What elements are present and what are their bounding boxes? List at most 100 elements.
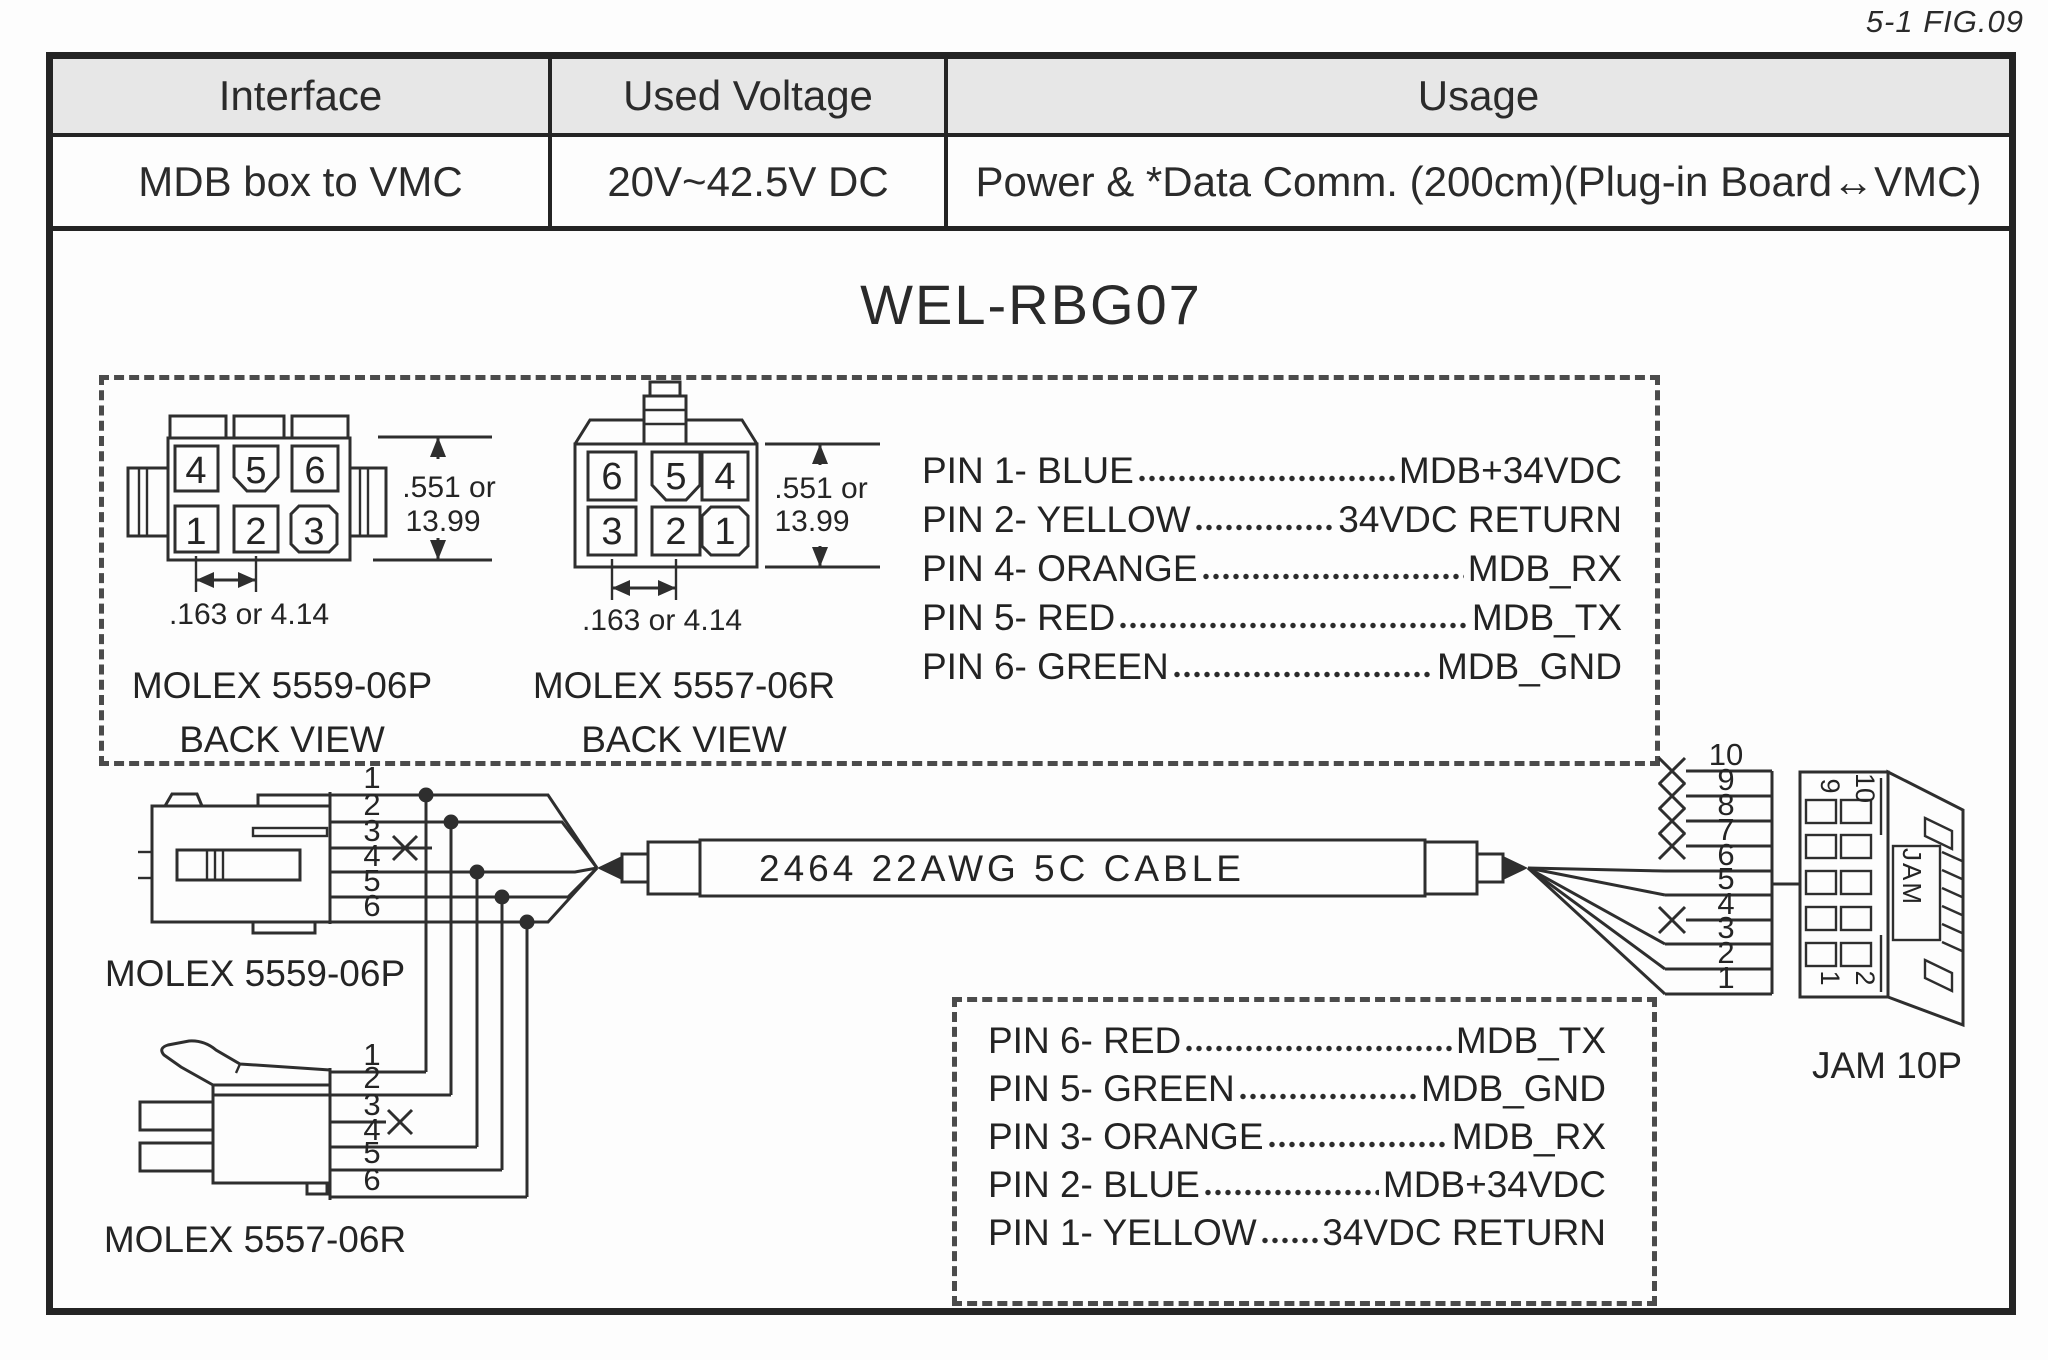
wire-number: 1 [363, 760, 380, 795]
wire-number: 2 [363, 787, 380, 822]
pin-number: 4 [714, 456, 735, 498]
wire-number: 4 [363, 838, 380, 873]
dim-label: .163 or 4.14 [169, 598, 329, 631]
pin-signal-label: MDB_RX [1451, 1116, 1606, 1157]
pin-number: 1 [714, 511, 735, 553]
wire-number: 5 [363, 1135, 380, 1170]
figure-number-label: 5-1 FIG.09 [1865, 4, 2024, 39]
not-connected-marks [1657, 756, 1687, 935]
pin-number: 1 [185, 511, 206, 553]
dim-label: .163 or 4.14 [582, 604, 742, 637]
pin-signal-label: MDB+34VDC [1382, 1164, 1606, 1205]
pin-signal-label: MDB_GND [1436, 646, 1622, 687]
wire-number: 5 [363, 863, 380, 898]
pin-map-row: PIN 6- RED MDB_TX [988, 1020, 1606, 1068]
wire-number: 4 [1717, 886, 1734, 921]
dot-leader [1172, 670, 1433, 679]
jam-10p-connector: 9 10 1 2 JAM JAM 10P [1798, 769, 1965, 1086]
jam-side-label: JAM [1897, 848, 1927, 906]
pin-signal-label: MDB_RX [1467, 548, 1622, 589]
dim-label: .551 or [774, 472, 867, 505]
wire-number: 5 [1717, 861, 1734, 896]
wire-number: 9 [1717, 762, 1734, 797]
pin-map-row: PIN 1- BLUE MDB+34VDC [922, 450, 1622, 499]
pin-signal-label: MDB_TX [1455, 1020, 1606, 1061]
wire-number: 6 [1717, 837, 1734, 872]
pin-signal-label: MDB+34VDC [1398, 450, 1622, 491]
jam-pin-label: 1 [1815, 970, 1845, 985]
dot-leader [1260, 1236, 1319, 1245]
side-ribs [1941, 850, 1963, 953]
wire-number: 3 [363, 813, 380, 848]
pin-map-row: PIN 1- YELLOW 34VDC RETURN [988, 1212, 1606, 1260]
table-header-used-voltage: Used Voltage [552, 59, 948, 137]
terminal-holes [1804, 798, 1873, 968]
dot-leader [1238, 1092, 1417, 1101]
wire-number: 3 [1717, 910, 1734, 945]
jam-pin-map-list: PIN 6- RED MDB_TX PIN 5- GREEN MDB_GND PIN… [988, 1020, 1606, 1260]
jam-pin-label: 10 [1850, 773, 1880, 803]
pin-number: 3 [601, 511, 622, 553]
pin-map-row: PIN 5- RED MDB_TX [922, 597, 1622, 646]
wire-number: 4 [363, 1112, 380, 1147]
pin-wire-label: PIN 3- ORANGE [988, 1116, 1264, 1157]
table-header-usage: Usage [948, 59, 2009, 137]
connector-name: JAM 10P [1812, 1045, 1962, 1086]
dim-label: 13.99 [405, 505, 480, 538]
pin-map-row: PIN 3- ORANGE MDB_RX [988, 1116, 1606, 1164]
connector-name: MOLEX 5559-06P [105, 953, 405, 994]
pin-signal-label: 34VDC RETURN [1338, 499, 1622, 540]
connector-view: BACK VIEW [179, 719, 385, 760]
connector-name: MOLEX 5559-06P [132, 665, 432, 706]
wire-number: 8 [1717, 787, 1734, 822]
pin-wire-label: PIN 6- RED [988, 1020, 1182, 1061]
pin-number: 5 [665, 456, 686, 498]
pin-number: 5 [245, 450, 266, 492]
pin-map-row: PIN 2- YELLOW 34VDC RETURN [922, 499, 1622, 548]
pin-wire-label: PIN 4- ORANGE [922, 548, 1198, 589]
dot-leader [1185, 1044, 1452, 1053]
jam-wire-ladder: 10 9 8 7 6 5 4 3 2 1 [1657, 737, 1800, 996]
molex-5557-side-view: 1 2 3 4 5 6 MOLEX 5557-06R [104, 1037, 527, 1260]
pin-number: 3 [303, 511, 324, 553]
wire-number: 1 [363, 1037, 380, 1072]
connector-view: BACK VIEW [581, 719, 787, 760]
wire-number: 2 [1717, 935, 1734, 970]
pin-signal-label: 34VDC RETURN [1322, 1212, 1606, 1253]
pin-wire-label: PIN 5- GREEN [988, 1068, 1235, 1109]
jam-fanout-wires [1526, 866, 1667, 996]
wire-number: 6 [363, 888, 380, 923]
wire-number: 10 [1709, 737, 1743, 772]
pin-wire-label: PIN 1- YELLOW [988, 1212, 1257, 1253]
pin-map-row: PIN 2- BLUE MDB+34VDC [988, 1164, 1606, 1212]
pin-number: 6 [304, 450, 325, 492]
cable-model-title: WEL-RBG07 [860, 273, 1202, 336]
connector-name: MOLEX 5557-06R [533, 665, 835, 706]
spec-table: Interface Used Voltage Usage MDB box to … [46, 52, 2016, 231]
pin-signal-label: MDB_GND [1420, 1068, 1606, 1109]
pin-wire-label: PIN 2- BLUE [988, 1164, 1200, 1205]
pin-number: 2 [665, 511, 686, 553]
pin-signal-label: MDB_TX [1471, 597, 1622, 638]
dot-leader [1119, 621, 1468, 630]
pin-wire-label: PIN 5- RED [922, 597, 1116, 638]
pin-map-row: PIN 5- GREEN MDB_GND [988, 1068, 1606, 1116]
wire-number: 2 [363, 1060, 380, 1095]
dim-label: 13.99 [774, 505, 849, 538]
connector-back-view-box [99, 375, 1660, 766]
cable-label: 2464 22AWG 5C CABLE [759, 848, 1245, 889]
molex-5557-back-view: 6 5 4 3 2 1 .551 or 13.99 .163 or 4.14 M… [533, 380, 880, 760]
dot-leader [1137, 474, 1395, 483]
wire-number: 3 [363, 1087, 380, 1122]
wire-number: 6 [363, 1162, 380, 1197]
molex-5559-side-view: 1 2 3 4 5 6 MOLEX 5559-06P [105, 760, 599, 1197]
table-header-interface: Interface [53, 59, 552, 137]
pin-wire-label: PIN 2- YELLOW [922, 499, 1191, 540]
pin-map-row: PIN 4- ORANGE MDB_RX [922, 548, 1622, 597]
pin-number: 2 [245, 511, 266, 553]
pin-wire-label: PIN 1- BLUE [922, 450, 1134, 491]
jam-pin-map-box [952, 997, 1657, 1306]
